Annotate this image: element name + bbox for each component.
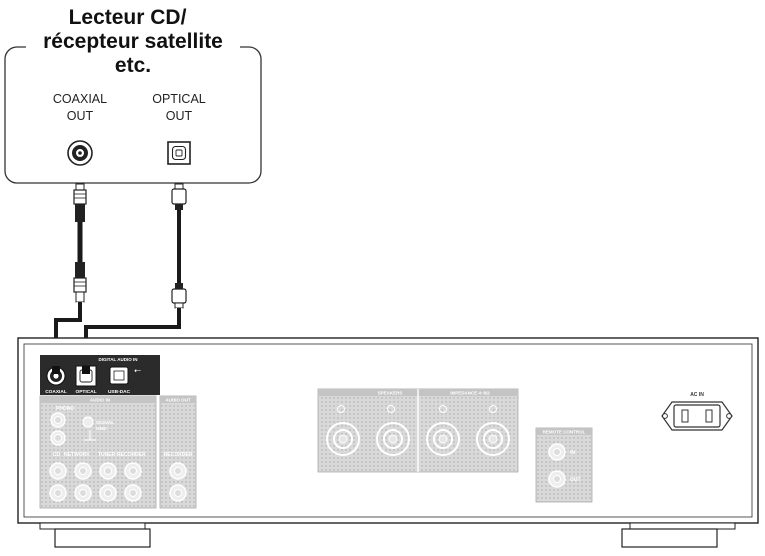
input-label-tuner: TUNER — [98, 452, 116, 458]
coaxial-out-label-line1: COAXIAL — [52, 92, 108, 106]
source-title-line-2: récepteur satellite — [43, 30, 223, 53]
optical-out-jack — [167, 141, 191, 165]
audio-in-block: AUDIO IN PHONO SIGNAL GND CD NETWORK TUN… — [39, 395, 157, 509]
optical-out-label: OPTICAL OUT — [129, 91, 229, 125]
digital-port-usb-dac: USB-DAC — [108, 389, 131, 395]
impedance-label: IMPEDANCE 4~8Ω — [450, 391, 490, 396]
audio-out-label: AUDIO OUT — [165, 398, 191, 403]
usb-icon: ⭠ — [134, 365, 141, 375]
remote-control-block: REMOTE CONTROL IN OUT — [535, 427, 593, 503]
input-label-recorder: RECORDER — [117, 452, 146, 458]
signal-label: SIGNAL — [96, 420, 114, 426]
coaxial-out-jack — [67, 140, 93, 166]
input-label-network: NETWORK — [64, 452, 90, 458]
source-title-line-1: Lecteur CD/ — [68, 6, 187, 29]
remote-control-label: REMOTE CONTROL — [543, 430, 586, 435]
digital-port-coaxial: COAXIAL — [45, 389, 67, 395]
digital-audio-in-block: DIGITAL AUDIO IN ⭠ COAXIAL OPTICAL USB-D… — [40, 355, 160, 395]
optical-out-label-line2: OUT — [165, 109, 193, 123]
optical-out-label-line1: OPTICAL — [152, 92, 206, 106]
speakers-label: SPEAKERS — [378, 391, 403, 396]
audio-out-block: AUDIO OUT RECORDER — [159, 395, 197, 509]
input-label-cd: CD — [53, 452, 61, 458]
gnd-label: GND — [96, 426, 107, 432]
ac-in-label: AC IN — [690, 392, 704, 398]
receiver-foot-right — [621, 522, 736, 548]
speakers-block: SPEAKERS IMPEDANCE 4~8Ω — [317, 388, 519, 473]
remote-out-label: OUT — [570, 477, 581, 483]
digital-port-optical: OPTICAL — [75, 389, 96, 395]
source-title-line-3: etc. — [114, 54, 152, 77]
source-device-title-2: récepteur satellite — [26, 30, 240, 53]
source-device-title-3: etc. — [90, 54, 176, 77]
phono-label: PHONO — [56, 406, 74, 412]
ac-inlet: AC IN — [661, 392, 733, 431]
coaxial-out-label-line2: OUT — [66, 109, 94, 123]
remote-in-label: IN — [570, 450, 575, 456]
audio-in-label: AUDIO IN — [90, 398, 110, 403]
source-device-title: Lecteur CD/ — [0, 6, 255, 29]
receiver-foot-left — [39, 522, 151, 548]
audio-out-recorder-label: RECORDER — [164, 452, 193, 458]
digital-audio-in-label: DIGITAL AUDIO IN — [99, 357, 138, 362]
coaxial-out-label: COAXIAL OUT — [30, 91, 130, 125]
